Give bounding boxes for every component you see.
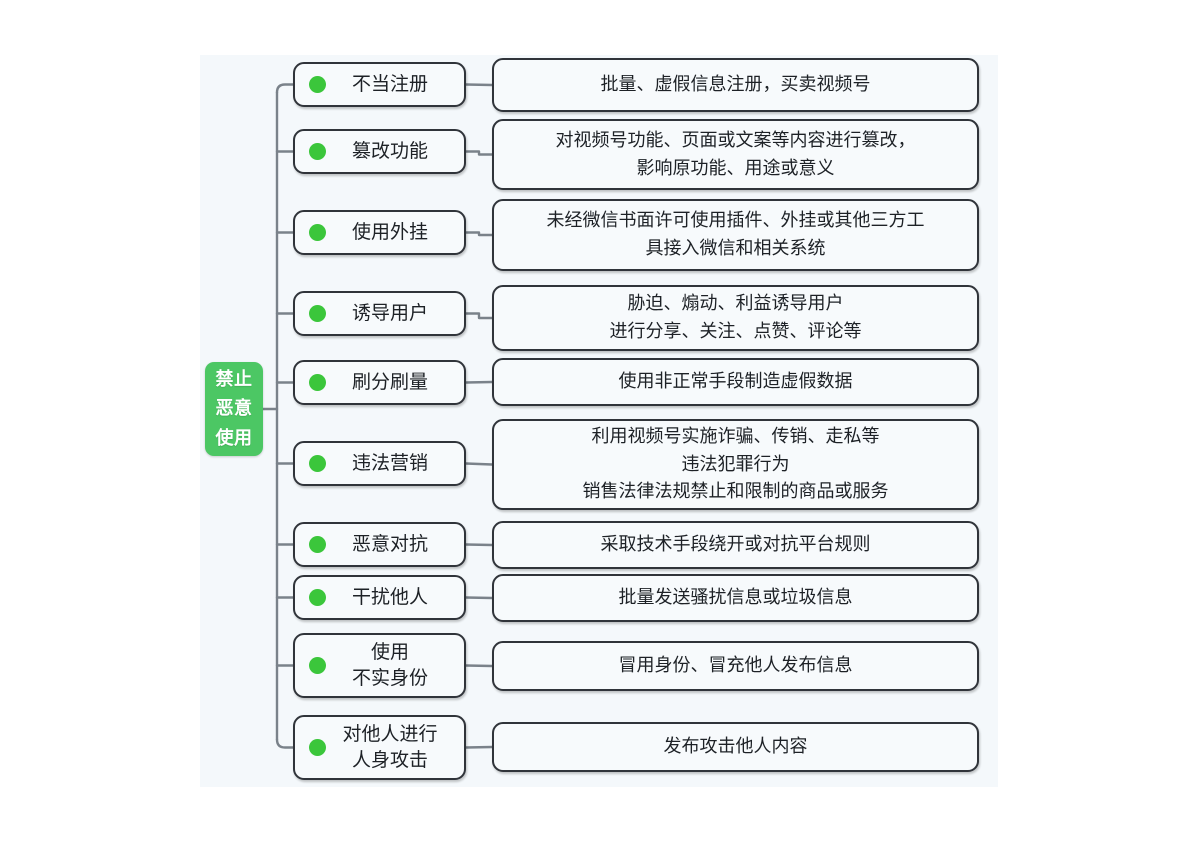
content-node[interactable]: 发布攻击他人内容 xyxy=(492,722,979,772)
branch-node-label: 使用外挂 xyxy=(330,220,464,245)
content-node[interactable]: 未经微信书面许可使用插件、外挂或其他三方工 具接入微信和相关系统 xyxy=(492,199,979,271)
branch-node-label: 刷分刷量 xyxy=(330,370,464,395)
green-dot-icon xyxy=(309,455,326,472)
root-line-3: 使用 xyxy=(216,424,253,453)
branch-node[interactable]: 不当注册 xyxy=(293,62,466,107)
green-dot-icon xyxy=(309,739,326,756)
content-node-text: 胁迫、煽动、利益诱导用户 进行分享、关注、点赞、评论等 xyxy=(598,290,874,346)
content-node[interactable]: 冒用身份、冒充他人发布信息 xyxy=(492,641,979,691)
content-node-text: 发布攻击他人内容 xyxy=(652,733,820,761)
branch-node[interactable]: 使用 不实身份 xyxy=(293,633,466,698)
content-node[interactable]: 对视频号功能、页面或文案等内容进行篡改， 影响原功能、用途或意义 xyxy=(492,119,979,190)
branch-node-label: 违法营销 xyxy=(330,451,464,476)
content-node[interactable]: 胁迫、煽动、利益诱导用户 进行分享、关注、点赞、评论等 xyxy=(492,285,979,351)
green-dot-icon xyxy=(309,76,326,93)
content-node[interactable]: 利用视频号实施诈骗、传销、走私等 违法犯罪行为 销售法律法规禁止和限制的商品或服… xyxy=(492,419,979,510)
green-dot-icon xyxy=(309,589,326,606)
green-dot-icon xyxy=(309,143,326,160)
content-node-text: 批量发送骚扰信息或垃圾信息 xyxy=(607,584,865,612)
root-line-1: 禁止 xyxy=(216,365,253,394)
root-line-2: 恶意 xyxy=(216,394,253,423)
content-node-text: 未经微信书面许可使用插件、外挂或其他三方工 具接入微信和相关系统 xyxy=(535,207,937,263)
content-node-text: 使用非正常手段制造虚假数据 xyxy=(607,368,865,396)
branch-node[interactable]: 篡改功能 xyxy=(293,129,466,174)
branch-node-label: 不当注册 xyxy=(330,72,464,97)
content-node-text: 利用视频号实施诈骗、传销、走私等 违法犯罪行为 销售法律法规禁止和限制的商品或服… xyxy=(571,423,901,507)
content-node[interactable]: 采取技术手段绕开或对抗平台规则 xyxy=(492,521,979,569)
branch-node[interactable]: 刷分刷量 xyxy=(293,360,466,405)
branch-node[interactable]: 违法营销 xyxy=(293,441,466,486)
branch-node[interactable]: 对他人进行 人身攻击 xyxy=(293,715,466,780)
content-node[interactable]: 批量发送骚扰信息或垃圾信息 xyxy=(492,574,979,622)
content-node-text: 冒用身份、冒充他人发布信息 xyxy=(607,652,865,680)
root-node[interactable]: 禁止 恶意 使用 xyxy=(205,362,263,456)
branch-node[interactable]: 诱导用户 xyxy=(293,291,466,336)
branch-node[interactable]: 使用外挂 xyxy=(293,210,466,255)
branch-node-label: 篡改功能 xyxy=(330,139,464,164)
branch-node[interactable]: 恶意对抗 xyxy=(293,522,466,567)
content-node-text: 批量、虚假信息注册，买卖视频号 xyxy=(589,71,883,99)
content-node[interactable]: 批量、虚假信息注册，买卖视频号 xyxy=(492,58,979,112)
content-node-text: 对视频号功能、页面或文案等内容进行篡改， 影响原功能、用途或意义 xyxy=(544,127,928,183)
green-dot-icon xyxy=(309,536,326,553)
branch-node-label: 使用 不实身份 xyxy=(330,640,464,690)
branch-node-label: 诱导用户 xyxy=(330,301,464,326)
green-dot-icon xyxy=(309,305,326,322)
branch-node[interactable]: 干扰他人 xyxy=(293,575,466,620)
branch-node-label: 恶意对抗 xyxy=(330,532,464,557)
green-dot-icon xyxy=(309,374,326,391)
green-dot-icon xyxy=(309,657,326,674)
content-node[interactable]: 使用非正常手段制造虚假数据 xyxy=(492,358,979,406)
branch-node-label: 对他人进行 人身攻击 xyxy=(330,722,464,772)
branch-node-label: 干扰他人 xyxy=(330,585,464,610)
content-node-text: 采取技术手段绕开或对抗平台规则 xyxy=(589,531,883,559)
green-dot-icon xyxy=(309,224,326,241)
